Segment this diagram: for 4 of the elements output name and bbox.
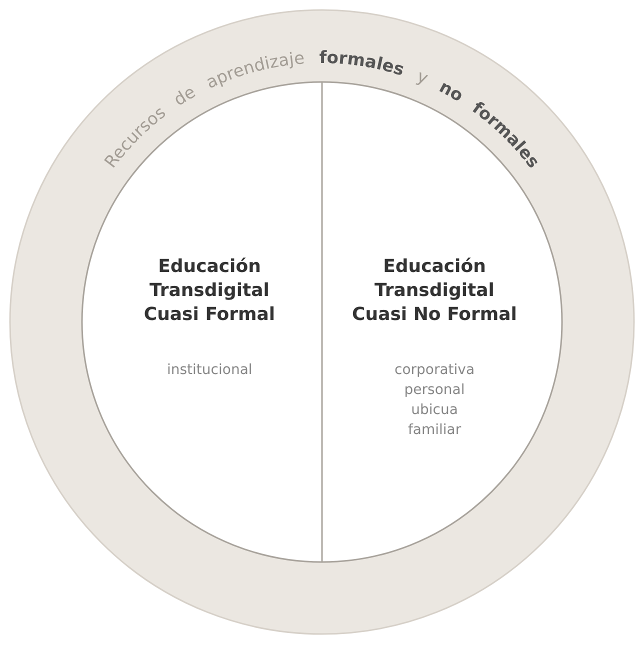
section-description: corporativa personal ubicua familiar bbox=[394, 361, 475, 440]
section-description: institucional bbox=[167, 361, 252, 380]
section-heading: Educación Transdigital Cuasi No Formal bbox=[351, 255, 518, 327]
section-heading: Educación Transdigital Cuasi Formal bbox=[142, 255, 276, 327]
